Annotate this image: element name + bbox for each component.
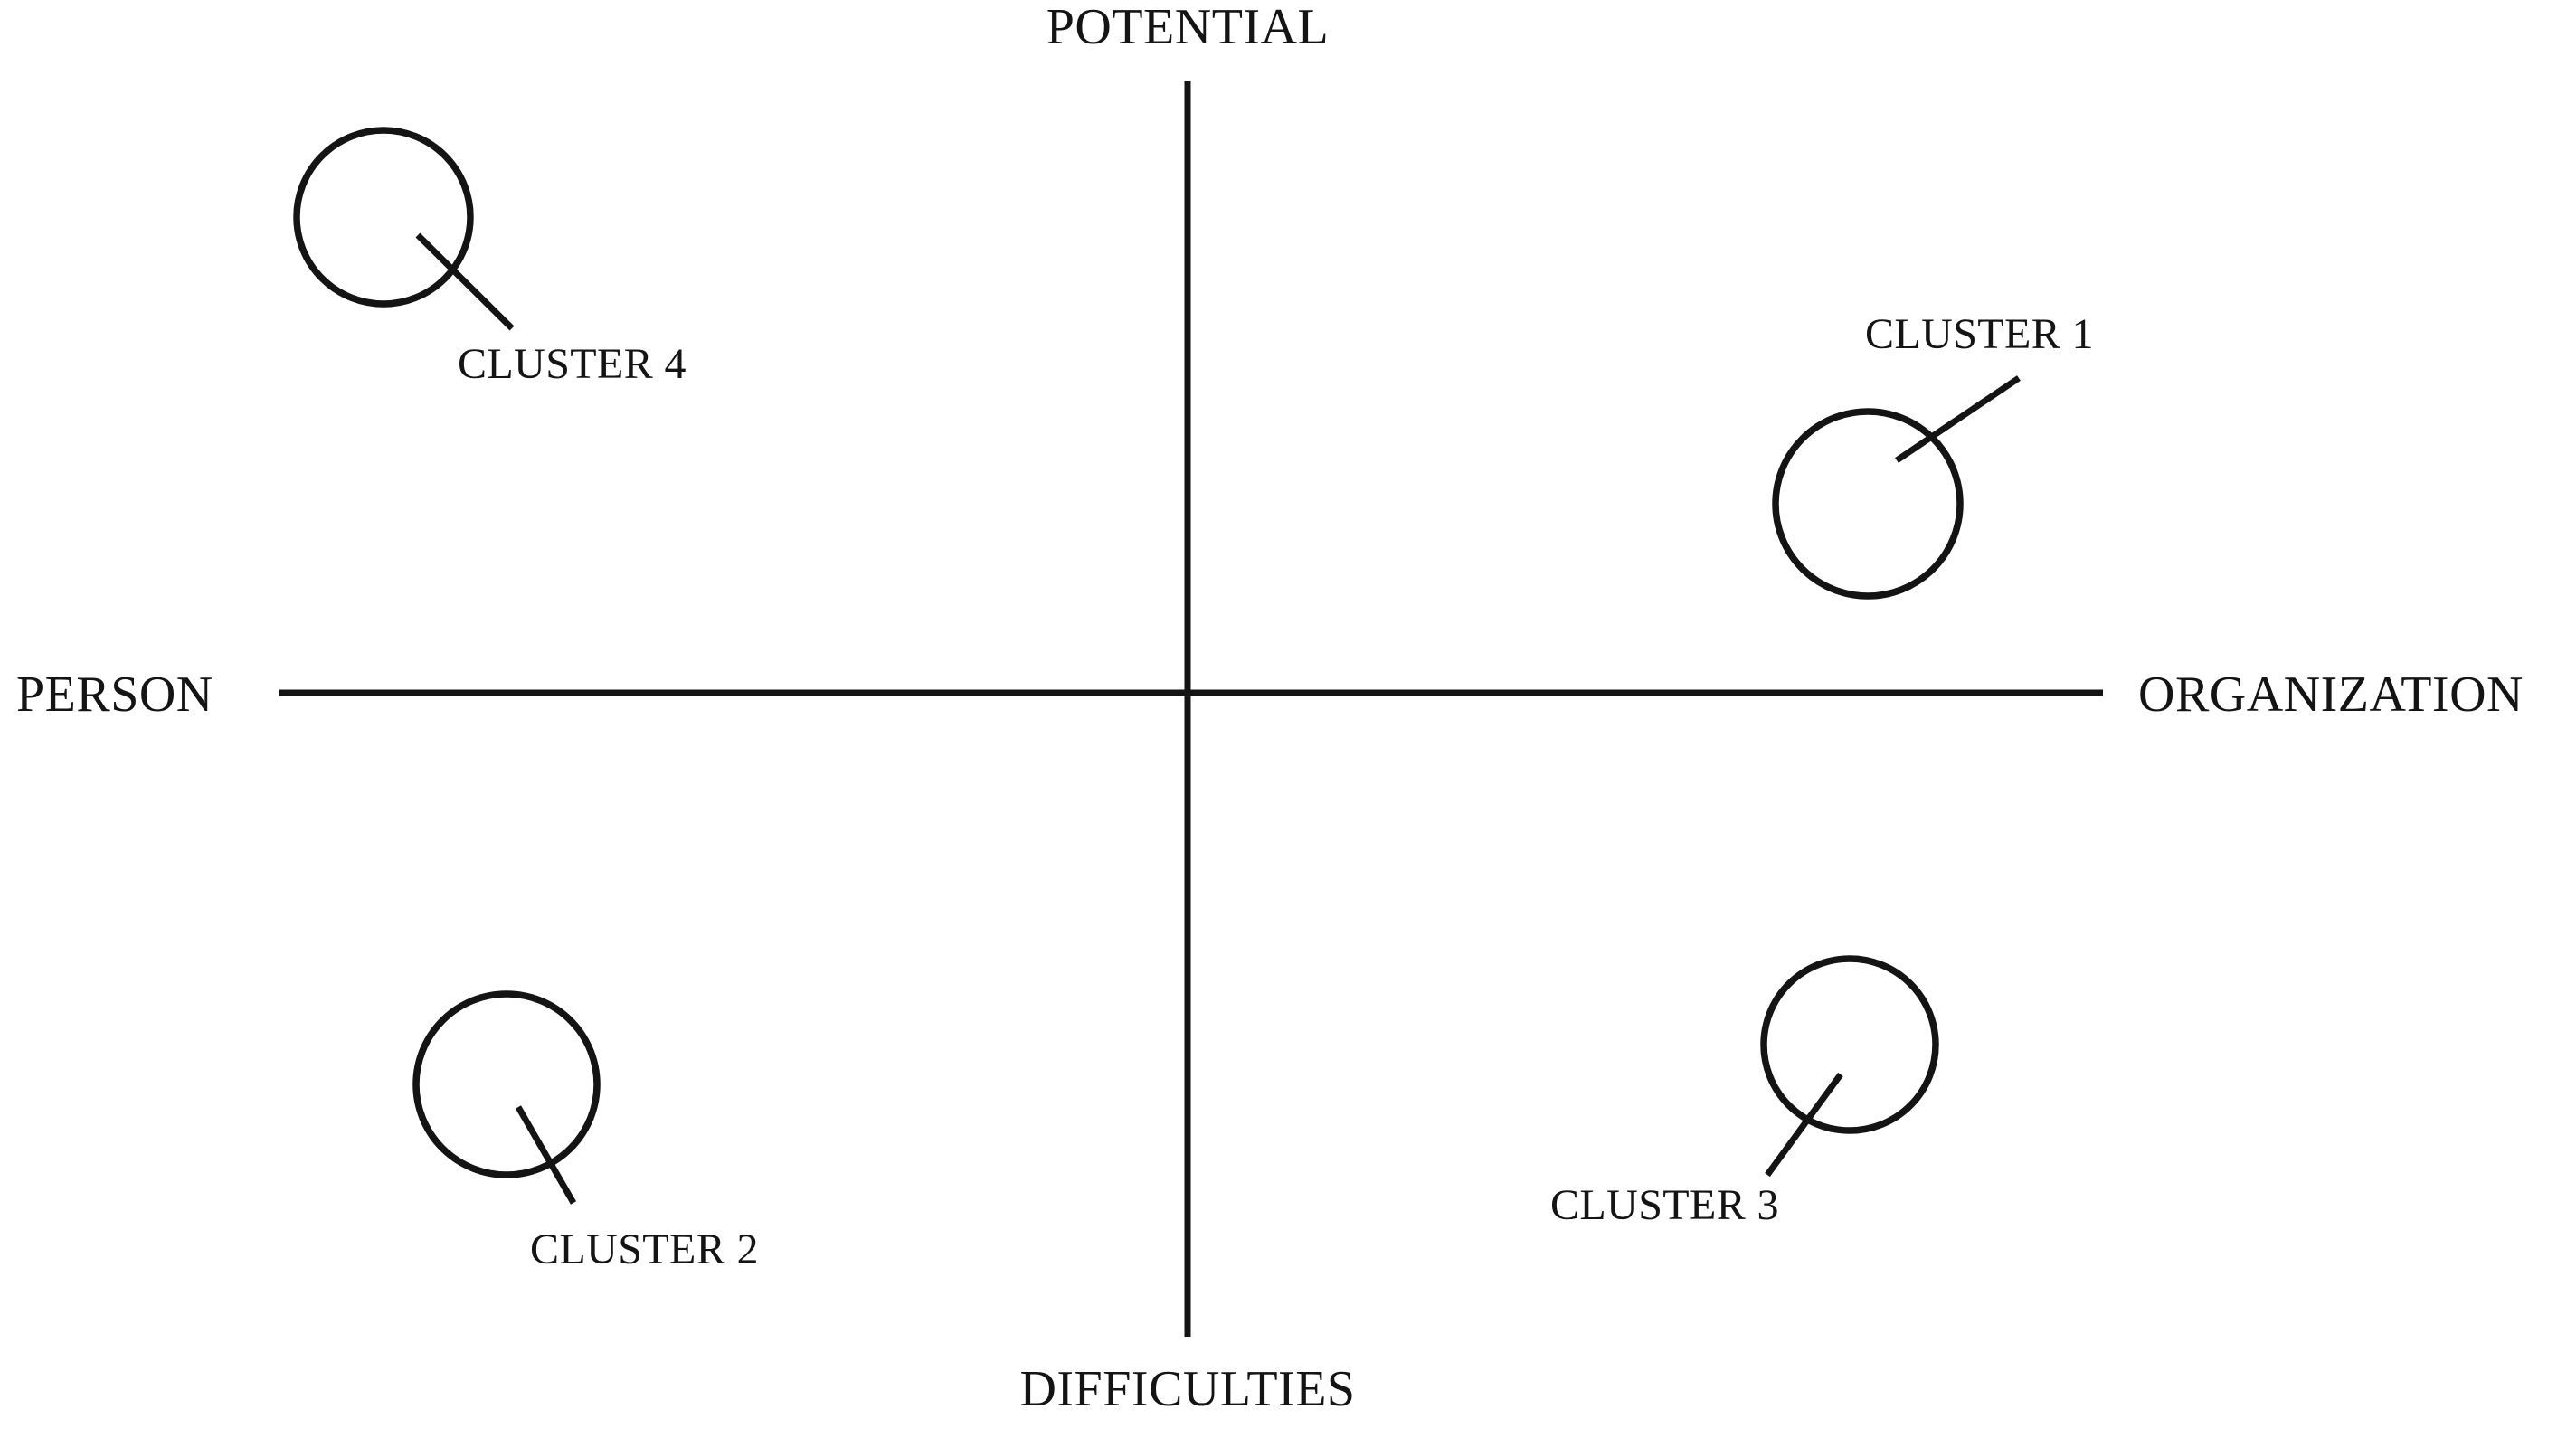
cluster-marker-group[interactable]: CLUSTER 1 — [1772, 310, 2094, 600]
cluster-circle-icon[interactable] — [1760, 955, 1939, 1134]
cluster-label: CLUSTER 4 — [458, 340, 687, 388]
axis-label-potential: POTENTIAL — [1046, 0, 1329, 55]
axis-label-organization: ORGANIZATION — [2138, 667, 2524, 723]
cluster-circle-icon[interactable] — [1772, 408, 1964, 600]
cluster-leader-line — [515, 1105, 577, 1205]
axis-label-person: PERSON — [16, 667, 213, 723]
cluster-leader-line — [1765, 1072, 1843, 1178]
cluster-circle-icon[interactable] — [412, 990, 601, 1178]
cluster-marker-group[interactable]: CLUSTER 4 — [293, 127, 687, 388]
cluster-marker-group[interactable]: CLUSTER 3 — [1550, 955, 1939, 1229]
cluster-label: CLUSTER 2 — [530, 1226, 759, 1273]
axis-label-difficulties: DIFFICULTIES — [1019, 1361, 1355, 1417]
cluster-label: CLUSTER 1 — [1865, 310, 2094, 358]
cluster-label: CLUSTER 3 — [1550, 1181, 1779, 1229]
cluster-marker-group[interactable]: CLUSTER 2 — [412, 990, 759, 1273]
cluster-leader-line — [415, 232, 515, 331]
cluster-leader-line — [1895, 375, 2021, 463]
cluster-circle-icon[interactable] — [293, 127, 474, 308]
